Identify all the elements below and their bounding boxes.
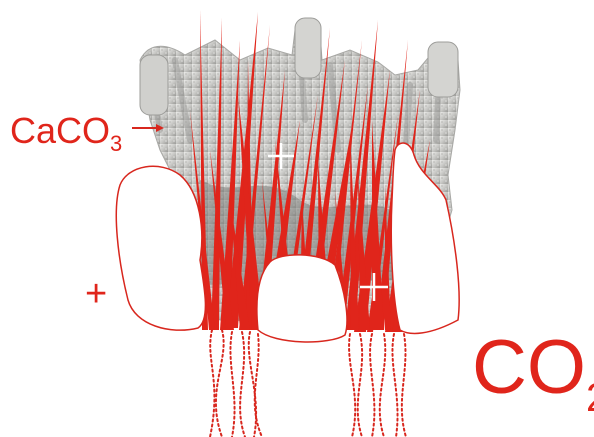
filament	[380, 334, 385, 437]
filament	[210, 330, 214, 437]
filament	[402, 334, 406, 437]
filament	[216, 330, 224, 437]
cell-left	[116, 166, 205, 330]
co2-label: CO2	[472, 325, 594, 420]
cell-middle	[257, 255, 347, 342]
filament	[358, 334, 362, 437]
filament	[370, 334, 374, 437]
plus-label-left: +	[85, 273, 107, 315]
filament	[392, 334, 397, 437]
filament-group	[210, 330, 406, 437]
filament	[349, 334, 355, 437]
caco3-label: CaCO3	[10, 110, 122, 156]
filament	[240, 332, 245, 437]
filament	[230, 332, 234, 437]
